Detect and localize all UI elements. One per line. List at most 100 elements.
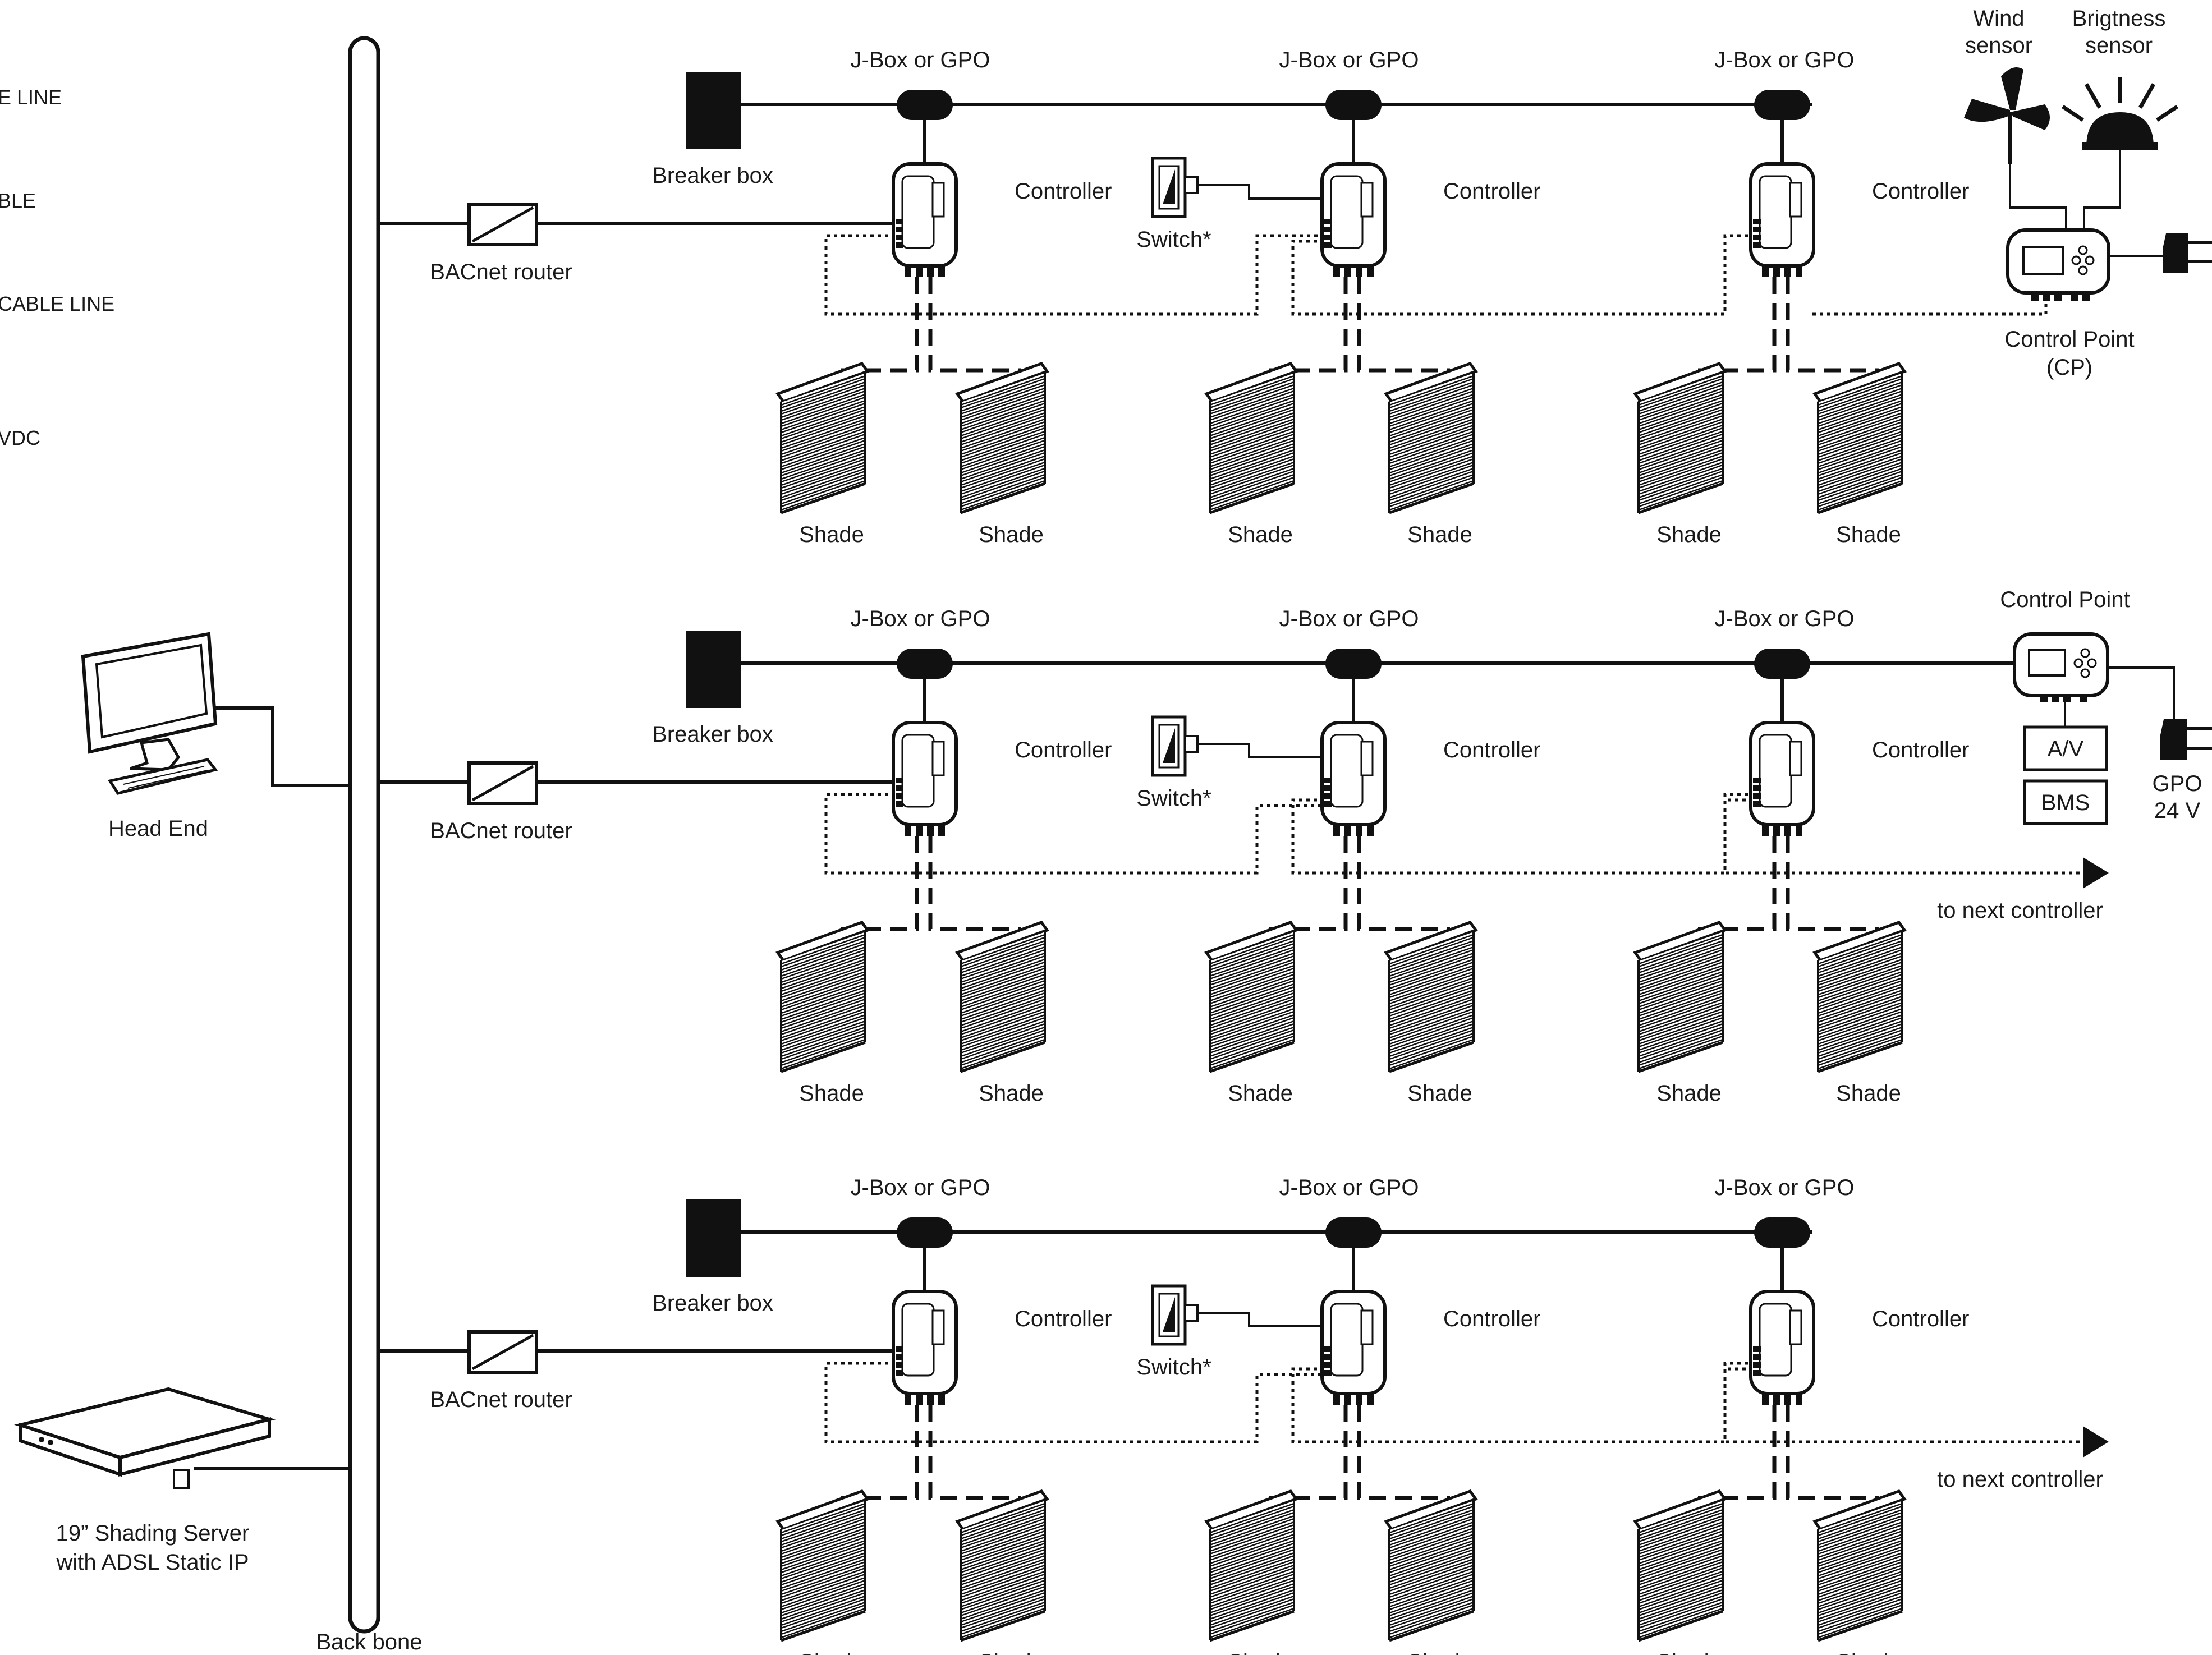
wind-sensor-icon[interactable] (1964, 67, 2050, 164)
shade-icon[interactable] (1204, 921, 1298, 1073)
controller-bus-1 (824, 1362, 1324, 1443)
control-point-icon[interactable] (2006, 228, 2110, 301)
jbox-label: J-Box or GPO (1715, 48, 1855, 72)
shade-cable-right (1786, 1405, 1879, 1500)
shade-cable-right (1786, 836, 1879, 931)
jbox-icon[interactable] (1754, 1217, 1810, 1248)
wind-sensor-cable (2009, 164, 2067, 230)
controller-icon[interactable] (1320, 1290, 1387, 1405)
switch-icon[interactable] (1151, 1284, 1199, 1346)
shade-icon[interactable] (1204, 1490, 1298, 1642)
bms-label: BMS (2041, 790, 2090, 815)
jbox-icon[interactable] (897, 1217, 953, 1248)
cp2-label: Control Point (2000, 587, 2130, 612)
shade-icon[interactable] (1812, 921, 1907, 1073)
router-label: BACnet router (430, 1387, 572, 1412)
router-icon[interactable] (467, 1330, 538, 1374)
controller-label: Controller (1443, 1307, 1540, 1331)
shade-icon[interactable] (1633, 362, 1727, 514)
shade-icon[interactable] (775, 921, 870, 1073)
jbox-icon[interactable] (1754, 90, 1810, 120)
brightness-sensor-icon[interactable] (2062, 77, 2178, 150)
controller-label: Controller (1443, 179, 1540, 204)
jbox-icon[interactable] (1325, 649, 1382, 679)
shade-cable-left (1269, 836, 1348, 931)
switch-icon[interactable] (1151, 157, 1199, 218)
shade-icon[interactable] (955, 921, 1049, 1073)
server-label-1: 19” Shading Server (56, 1521, 250, 1546)
controller-icon[interactable] (1749, 162, 1815, 277)
legend-item-2: BLE (0, 189, 36, 212)
legend-item-4: VDC (0, 426, 40, 449)
shade-icon[interactable] (775, 362, 870, 514)
shade-icon[interactable] (955, 1490, 1049, 1642)
cp2-power-cable (2108, 666, 2175, 719)
shade-label: Shade (1407, 1650, 1472, 1655)
shade-cable-right (1357, 1405, 1450, 1500)
backbone-bar (348, 36, 380, 1634)
shade-icon[interactable] (1812, 362, 1907, 514)
monitor-icon (81, 632, 218, 795)
breaker-box-icon[interactable] (686, 631, 741, 708)
jbox-label: J-Box or GPO (1715, 1175, 1855, 1200)
shade-icon[interactable] (955, 362, 1049, 514)
plug-icon (2160, 719, 2212, 760)
shade-label: Shade (799, 1650, 864, 1655)
shade-icon[interactable] (1812, 1490, 1907, 1642)
shade-label: Shade (979, 522, 1044, 547)
next-controller-label: to next controller (1937, 898, 2103, 923)
controller-bus-1 (824, 793, 1324, 875)
shade-cable-right (1357, 277, 1450, 373)
jbox-label: J-Box or GPO (851, 1175, 990, 1200)
bms-box[interactable] (2023, 779, 2108, 825)
head-end-label: Head End (108, 816, 208, 841)
brightness-sensor-cable (2083, 150, 2121, 230)
control-point-icon[interactable] (2013, 632, 2109, 702)
controller-label: Controller (1443, 738, 1540, 762)
shade-label: Shade (1228, 522, 1293, 547)
controller-icon[interactable] (892, 162, 958, 277)
jbox-icon[interactable] (1754, 649, 1810, 679)
switch-icon[interactable] (1151, 715, 1199, 777)
router-label: BACnet router (430, 260, 572, 284)
shading-server[interactable]: 19” Shading Server with ADSL Static IP (14, 1387, 350, 1575)
controller-icon[interactable] (1749, 1290, 1815, 1405)
controller-icon[interactable] (892, 1290, 958, 1405)
jbox-label: J-Box or GPO (1279, 48, 1419, 72)
controller-icon[interactable] (1320, 721, 1387, 836)
shade-icon[interactable] (1633, 1490, 1727, 1642)
head-end[interactable]: Head End (81, 632, 350, 841)
shade-icon[interactable] (1384, 362, 1478, 514)
controller-label: Controller (1015, 179, 1112, 204)
breaker-box-label: Breaker box (652, 163, 773, 188)
av-box[interactable] (2023, 725, 2108, 771)
controller-icon[interactable] (1320, 162, 1387, 277)
jbox-icon[interactable] (897, 90, 953, 120)
server-icon (14, 1387, 276, 1489)
router-icon[interactable] (467, 761, 538, 805)
shade-cable-left (1698, 836, 1777, 931)
jbox-icon[interactable] (897, 649, 953, 679)
shade-label: Shade (1228, 1650, 1293, 1655)
shade-icon[interactable] (1384, 1490, 1478, 1642)
jbox-icon[interactable] (1325, 1217, 1382, 1248)
shade-icon[interactable] (1204, 362, 1298, 514)
breaker-box-icon[interactable] (686, 1199, 741, 1277)
gpo-label-1: GPO (2153, 771, 2202, 796)
breaker-box-label: Breaker box (652, 722, 773, 747)
router-icon[interactable] (467, 203, 538, 246)
shade-icon[interactable] (1384, 921, 1478, 1073)
shade-icon[interactable] (1633, 921, 1727, 1073)
shade-icon[interactable] (775, 1490, 870, 1642)
jbox-label: J-Box or GPO (1279, 1175, 1419, 1200)
controller-icon[interactable] (1749, 721, 1815, 836)
breaker-box-icon[interactable] (686, 72, 741, 149)
controller-icon[interactable] (892, 721, 958, 836)
jbox-icon[interactable] (1325, 90, 1382, 120)
